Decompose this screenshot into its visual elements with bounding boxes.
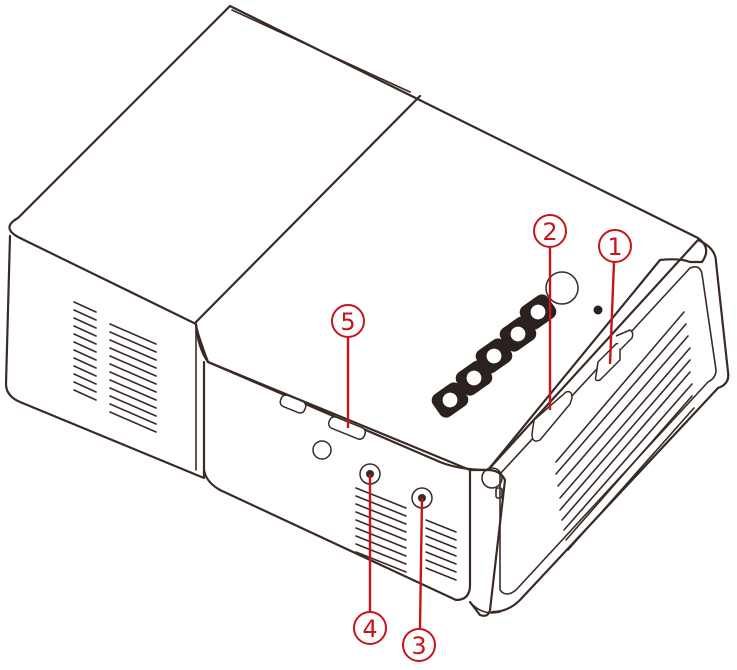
left-side-panel <box>4 234 206 480</box>
callout-4: 4 <box>353 611 387 645</box>
top-seam <box>194 94 422 324</box>
bottom-vent-grill <box>355 487 457 581</box>
button-up[interactable] <box>517 292 558 332</box>
lens-face-inner <box>499 266 717 595</box>
round-port[interactable] <box>312 440 332 460</box>
button-ok[interactable] <box>473 336 514 376</box>
callout-2: 2 <box>533 214 567 248</box>
power-button[interactable] <box>545 271 579 305</box>
callout-2-label: 2 <box>542 218 557 246</box>
front-body-panel <box>194 322 472 602</box>
button-back[interactable] <box>429 380 470 420</box>
focus-slot[interactable] <box>594 342 621 382</box>
callout-3: 3 <box>402 628 436 662</box>
callout-5-label: 5 <box>340 308 355 336</box>
callout-1-line <box>608 261 616 365</box>
callout-4-label: 4 <box>362 615 377 643</box>
lens-corner <box>481 467 503 489</box>
lens-face-outer <box>486 238 730 614</box>
left-vent-grill <box>73 301 157 433</box>
callout-3-label: 3 <box>411 632 426 660</box>
callout-3-line <box>418 497 424 629</box>
control-panel <box>429 271 603 420</box>
projector-top-panel <box>8 4 708 472</box>
callout-1-label: 1 <box>607 233 622 261</box>
callout-1: 1 <box>598 229 632 263</box>
usb-port[interactable] <box>279 394 308 415</box>
button-menu[interactable] <box>453 358 494 398</box>
callout-5: 5 <box>331 304 365 338</box>
ir-sensor <box>593 305 603 315</box>
lens-face-frame <box>468 468 507 617</box>
side-slot[interactable] <box>531 390 573 442</box>
front-vent-grill <box>555 311 695 551</box>
